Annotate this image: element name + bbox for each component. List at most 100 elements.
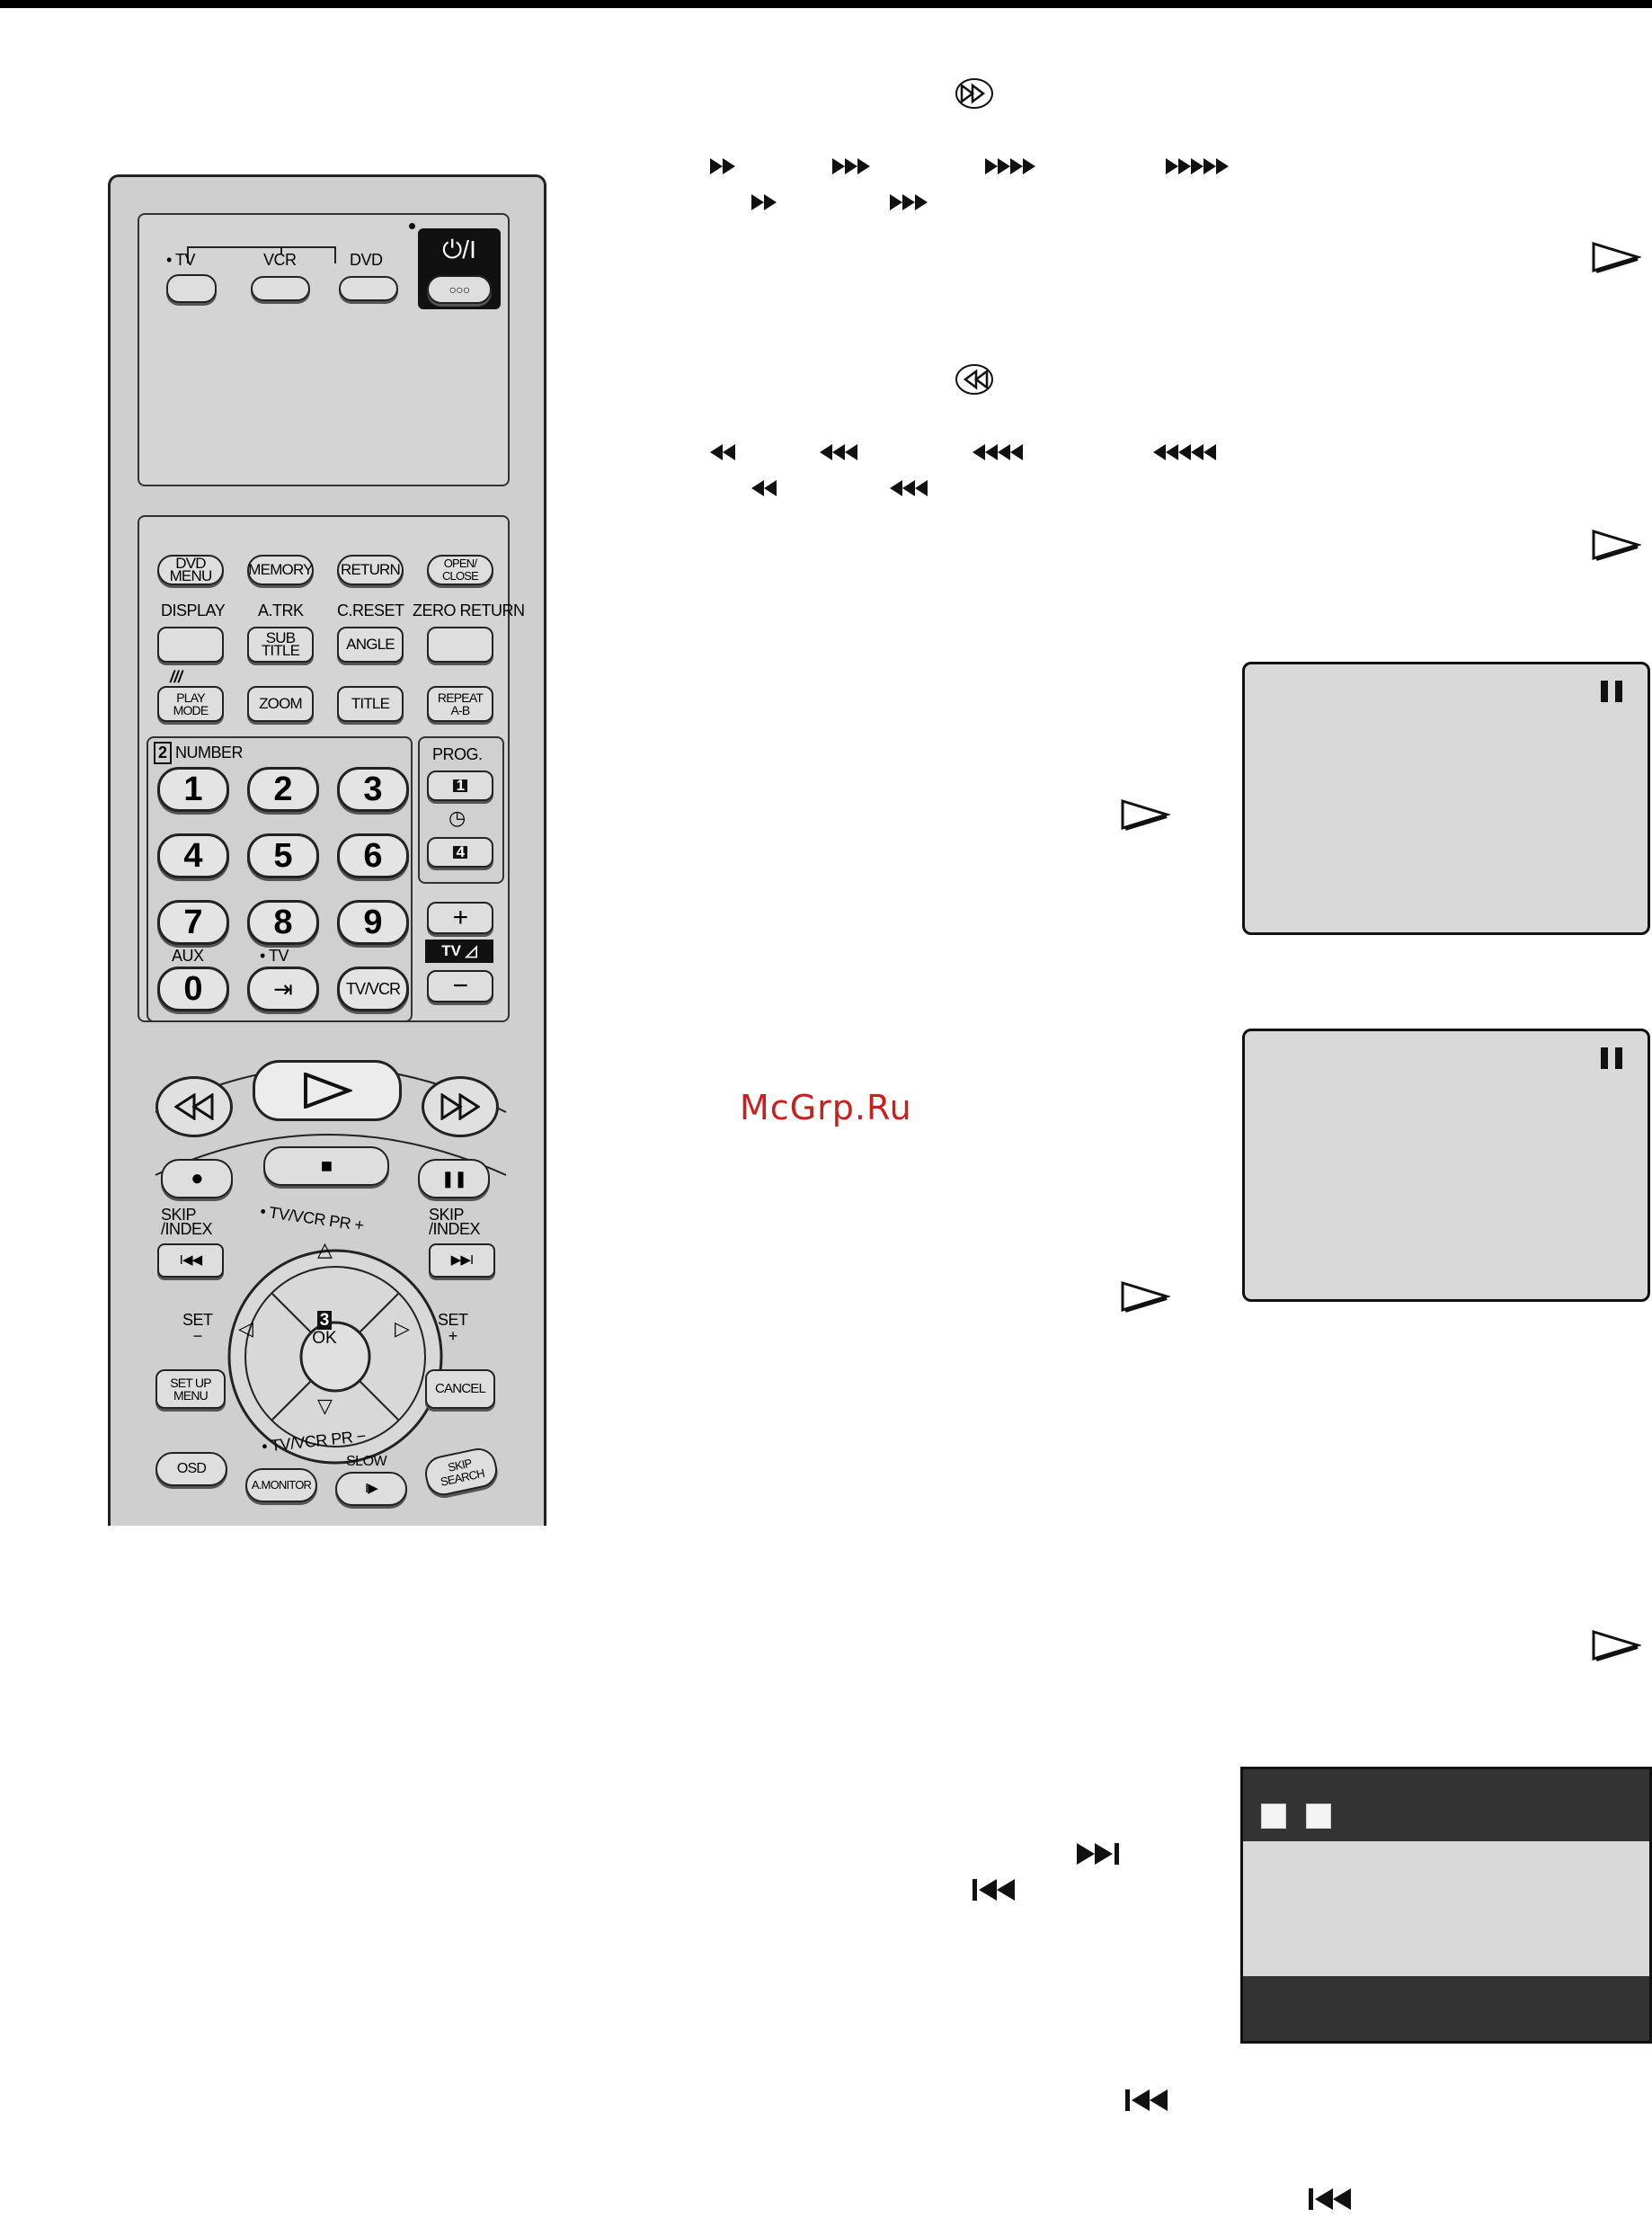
rewind-button[interactable]: [155, 1076, 233, 1137]
volume-down-button[interactable]: −: [427, 970, 493, 1002]
play-icon: [1592, 1629, 1641, 1661]
number-label: 2 NUMBER: [154, 742, 244, 764]
skip-prev-button[interactable]: I◀◀: [157, 1243, 224, 1278]
clock-icon: ◷: [449, 806, 466, 829]
up-arrow-button[interactable]: △: [317, 1238, 333, 1260]
subtitle-button[interactable]: SUB TITLE: [247, 627, 314, 663]
play-icon: [1592, 529, 1641, 561]
play-mode-marks: ///: [170, 668, 182, 686]
record-button[interactable]: ●: [161, 1159, 233, 1198]
ff-speed-indicators: [710, 158, 1229, 210]
title-button[interactable]: TITLE: [337, 686, 404, 722]
osd-top-bar: [1243, 1769, 1649, 1841]
power-button[interactable]: ⏻/I: [442, 236, 476, 263]
zero-return-button[interactable]: [427, 627, 493, 663]
slow-label: SLOW: [346, 1454, 387, 1469]
stop-button[interactable]: ■: [263, 1146, 389, 1186]
display-button[interactable]: [157, 627, 224, 663]
digit-4-button[interactable]: 4: [157, 833, 229, 878]
digit-1-button[interactable]: 1: [157, 767, 229, 812]
osd-button[interactable]: OSD: [155, 1452, 227, 1486]
skip-index-right-label: SKIP /INDEX: [429, 1206, 481, 1238]
set-minus-label: SET −: [182, 1311, 213, 1345]
digit-5-button[interactable]: 5: [247, 833, 319, 878]
play-mode-button[interactable]: PLAY MODE: [157, 686, 224, 722]
remote-control: • TV VCR DVD ⏻/I ○○○ DVD MENU MEMORY RET…: [108, 174, 546, 1526]
fast-forward-icon: [440, 1093, 480, 1120]
selector-vcr-label: VCR: [263, 251, 297, 269]
volume-up-button[interactable]: +: [427, 902, 493, 934]
power-block: ⏻/I ○○○: [409, 223, 501, 309]
osd-bottom-bar: [1243, 1976, 1649, 2041]
display-label: DISPLAY: [161, 601, 226, 619]
selector-tv-label: • TV: [166, 251, 196, 269]
skip-next-button[interactable]: ▶▶I: [429, 1243, 495, 1278]
tv-mode-switch[interactable]: [166, 274, 217, 303]
tv-input-label: • TV: [260, 947, 289, 965]
power-led: [409, 223, 415, 229]
slow-button[interactable]: I▶: [335, 1472, 407, 1506]
zoom-button[interactable]: ZOOM: [247, 686, 314, 722]
osd-box-2: [1306, 1804, 1331, 1829]
selector-bracket: [187, 246, 336, 263]
pause-icon: [1601, 681, 1622, 702]
angle-button[interactable]: ANGLE: [337, 627, 404, 663]
power-sub-button[interactable]: ○○○: [427, 275, 492, 304]
input-select-button[interactable]: ⇥: [247, 966, 319, 1011]
osd-box-1: [1261, 1804, 1286, 1829]
digit-9-button[interactable]: 9: [337, 900, 409, 945]
digit-2-button[interactable]: 2: [247, 767, 319, 812]
memory-button[interactable]: MEMORY: [247, 555, 314, 585]
dvd-menu-button[interactable]: DVD MENU: [157, 555, 224, 585]
transport-section: [155, 1066, 507, 1465]
digit-6-button[interactable]: 6: [337, 833, 409, 878]
rewind-icon: [955, 364, 993, 395]
top-rule: [0, 0, 1652, 8]
left-arrow-button[interactable]: ◁: [238, 1317, 253, 1340]
digit-0-button[interactable]: 0: [157, 966, 229, 1011]
tv-vcr-button[interactable]: TV/VCR: [337, 966, 409, 1011]
return-button[interactable]: RETURN: [337, 555, 404, 585]
zero-return-label: ZERO RETURN: [413, 601, 525, 619]
play-icon: [1592, 241, 1641, 273]
tv-screen-pause-2: [1242, 1029, 1650, 1302]
play-icon: [1121, 1280, 1170, 1313]
ok-button[interactable]: 3 OK: [312, 1311, 337, 1348]
watermark: McGrp.Ru: [740, 1088, 912, 1127]
a-trk-label: A.TRK: [258, 601, 304, 619]
tv-screen-pause-1: [1242, 662, 1650, 935]
skip-prev-icon: [1125, 2089, 1168, 2111]
skip-prev-icon: [973, 1879, 1015, 1901]
skip-next-icon: [1077, 1843, 1119, 1865]
open-close-button[interactable]: OPEN/ CLOSE: [427, 555, 493, 585]
digit-3-button[interactable]: 3: [337, 767, 409, 812]
ok-badge: 3: [316, 1311, 333, 1330]
selector-dvd-label: DVD: [350, 251, 383, 269]
prog-button-4[interactable]: 4: [427, 837, 493, 868]
digit-7-button[interactable]: 7: [157, 900, 229, 945]
set-plus-label: SET +: [438, 1311, 468, 1345]
pause-button[interactable]: ❚❚: [418, 1159, 490, 1198]
prog-label: PROG.: [432, 745, 483, 763]
number-badge: 2: [154, 742, 172, 764]
fast-forward-button[interactable]: [422, 1076, 499, 1137]
down-arrow-button[interactable]: ▽: [317, 1394, 333, 1417]
play-icon: [304, 1073, 352, 1109]
rewind-icon: [174, 1093, 214, 1120]
play-button[interactable]: [253, 1060, 402, 1121]
c-reset-label: C.RESET: [337, 601, 404, 619]
vcr-mode-button[interactable]: [251, 276, 310, 301]
repeat-ab-button[interactable]: REPEAT A-B: [427, 686, 493, 722]
aux-label: AUX: [172, 947, 204, 965]
digit-8-button[interactable]: 8: [247, 900, 319, 945]
skip-index-left-label: SKIP /INDEX: [161, 1206, 213, 1238]
play-icon: [1121, 798, 1170, 831]
prog-button-1[interactable]: 1: [427, 771, 493, 801]
cancel-button[interactable]: CANCEL: [425, 1369, 495, 1409]
right-arrow-button[interactable]: ▷: [395, 1317, 410, 1340]
setup-menu-button[interactable]: SET UP MENU: [155, 1369, 226, 1409]
skip-prev-icon: [1309, 2188, 1351, 2210]
a-monitor-button[interactable]: A.MONITOR: [245, 1468, 317, 1502]
dvd-mode-button[interactable]: [339, 276, 398, 301]
pause-icon: [1601, 1047, 1622, 1069]
